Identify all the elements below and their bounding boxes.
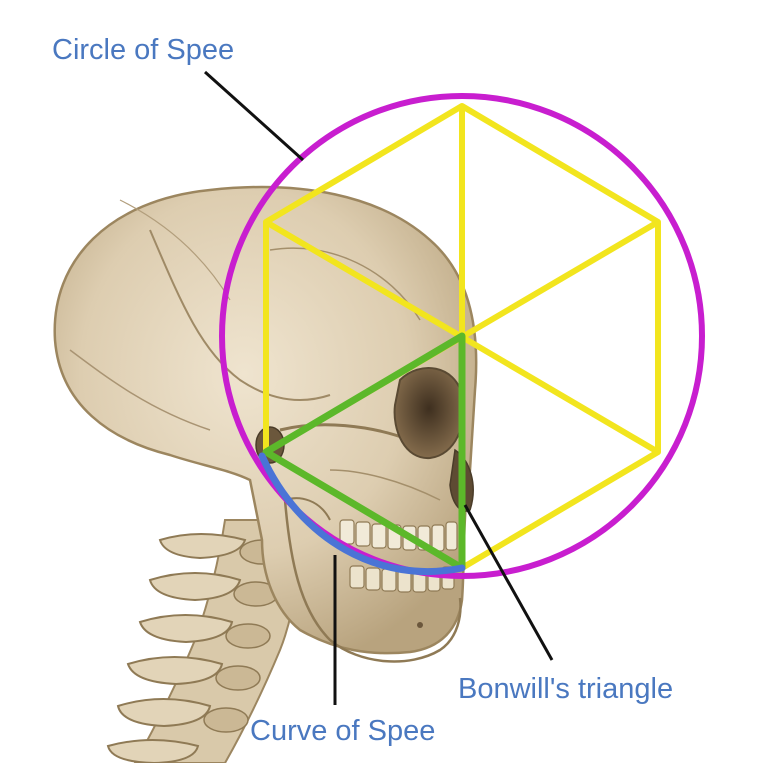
circle-of-spee-label: Circle of Spee bbox=[52, 34, 235, 66]
curve-of-spee-label: Curve of Spee bbox=[250, 715, 436, 747]
circle-of-spee-circle bbox=[219, 93, 705, 579]
curve-of-spee-arc bbox=[258, 452, 466, 575]
bonwills-triangle-label: Bonwill's triangle bbox=[458, 673, 674, 705]
circle-of-spee-leader bbox=[203, 70, 305, 162]
bonwills-triangle-shape bbox=[262, 332, 466, 572]
bonwills-triangle-leader bbox=[463, 504, 554, 661]
leader-lines bbox=[203, 70, 554, 705]
